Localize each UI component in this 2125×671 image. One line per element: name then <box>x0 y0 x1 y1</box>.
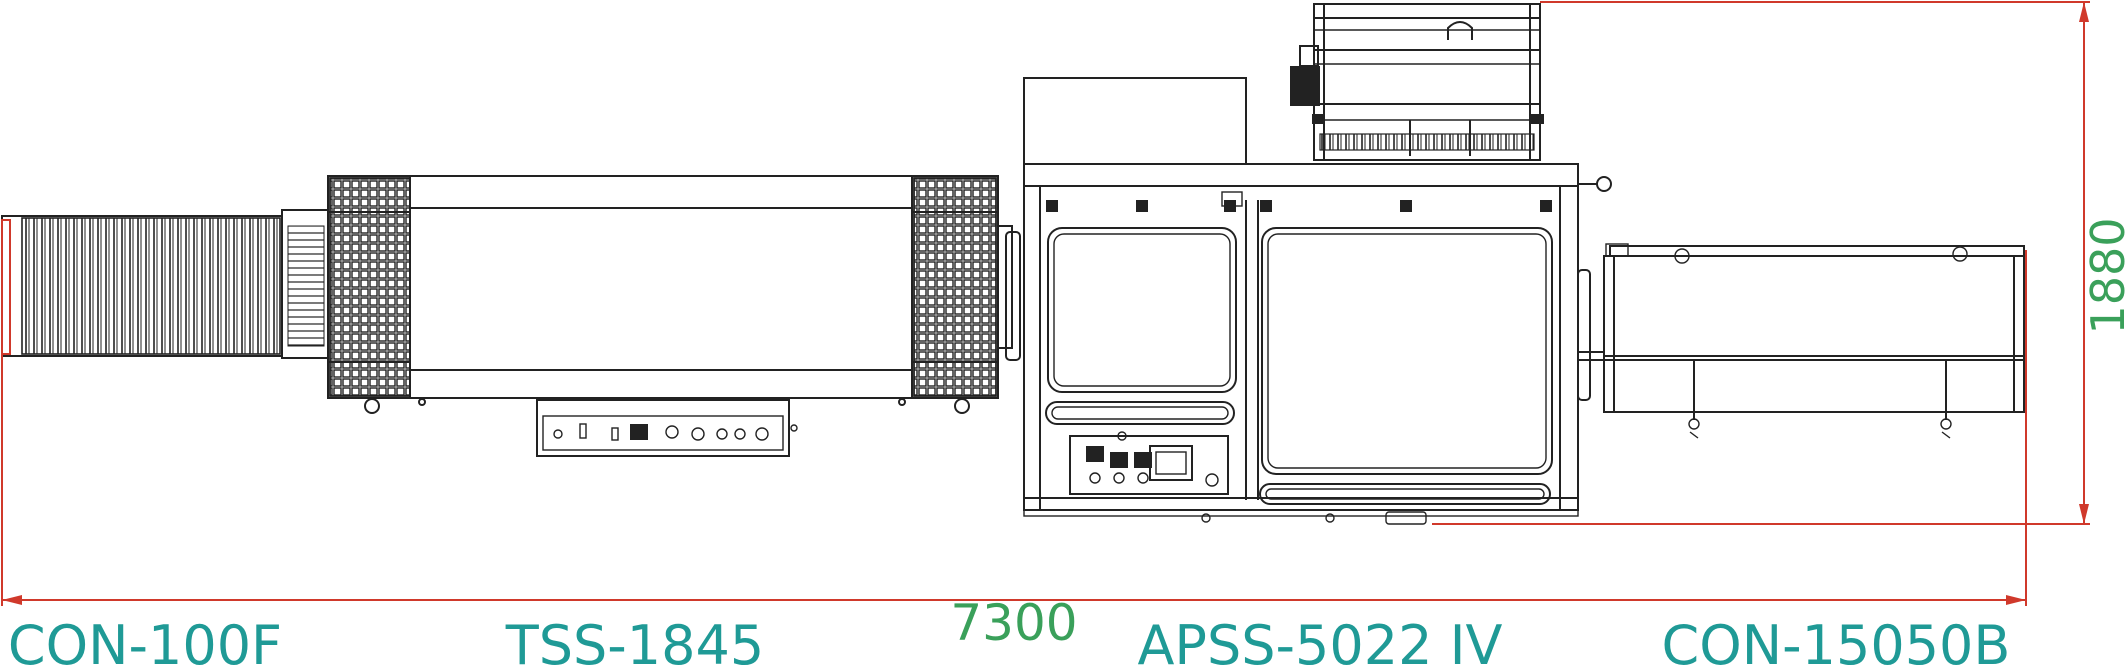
tunnel-exit-mesh <box>913 177 997 397</box>
tunnel-entry-mesh <box>329 177 411 397</box>
out-conveyor-foot <box>1688 418 1700 430</box>
label-out-conveyor: CON-15050B <box>1662 614 2011 671</box>
tunnel-control-panel <box>536 399 790 457</box>
label-shrink-tunnel: TSS-1845 <box>505 614 764 671</box>
sealer-touch-screen <box>1149 445 1193 481</box>
dimension-overall-height <box>1432 1 2090 525</box>
dimension-overall-length <box>1 250 2027 606</box>
dimension-length-text: 7300 <box>950 594 1077 652</box>
tunnel-housing <box>327 175 999 399</box>
sealer-window-left <box>1047 227 1237 393</box>
sealer-machine <box>1005 3 1612 525</box>
dimension-height-text: 1880 <box>2081 217 2125 334</box>
tunnel-caster <box>954 398 970 414</box>
out-conveyor-frame <box>1603 255 2025 357</box>
tunnel-caster <box>364 398 380 414</box>
feed-conveyor-belt <box>21 217 281 355</box>
label-feed-conveyor: CON-100F <box>8 614 282 671</box>
feed-conveyor <box>1 209 329 359</box>
feed-conveyor-end-marker <box>1 219 11 355</box>
shrink-tunnel <box>327 175 1013 457</box>
label-sealer: APSS-5022 IV <box>1137 614 1502 671</box>
out-conveyor <box>1578 243 2025 439</box>
sealer-film-unit <box>1023 77 1247 165</box>
film-cart <box>1290 3 1544 161</box>
sealer-window-right <box>1261 227 1553 475</box>
sealer-control-panel <box>1069 435 1229 495</box>
feed-conveyor-rollers <box>287 225 325 347</box>
out-conveyor-foot <box>1940 418 1952 430</box>
